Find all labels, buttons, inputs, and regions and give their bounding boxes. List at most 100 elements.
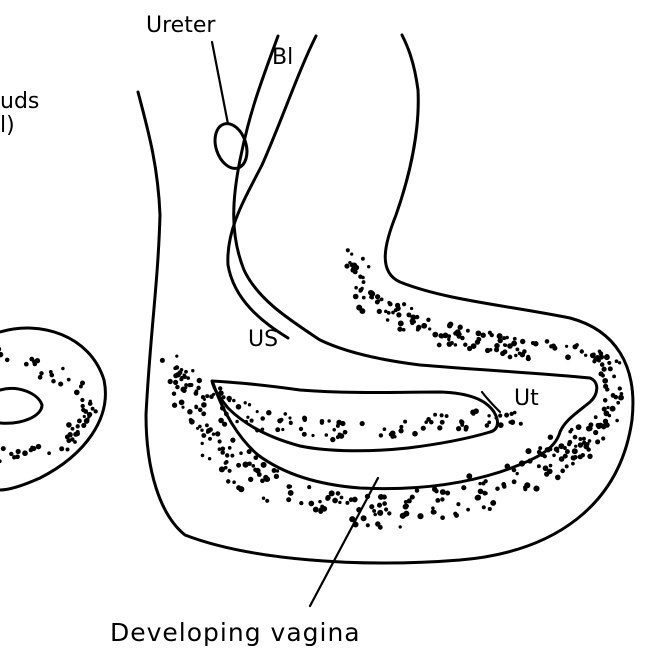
- stipple-dot: [440, 420, 445, 425]
- stipple-dot: [574, 445, 577, 448]
- stipple-dot: [580, 349, 584, 353]
- stipple-dot: [256, 410, 259, 413]
- stipple-dot: [584, 354, 587, 357]
- stipple-dot: [187, 409, 193, 415]
- stipple-dot: [344, 264, 349, 269]
- stipple-dot: [563, 446, 567, 450]
- stipple-dot: [565, 354, 571, 360]
- stipple-dot: [261, 427, 265, 431]
- stipple-dot: [412, 431, 418, 437]
- stipple-dot: [175, 372, 181, 378]
- stipple-dot: [596, 357, 601, 362]
- stipple-dot: [230, 454, 234, 458]
- stipple-dot: [1, 446, 6, 451]
- stipple-dot: [311, 434, 314, 437]
- stipple-dot: [191, 369, 194, 372]
- stipple-dot: [456, 502, 460, 506]
- stipple-dot: [433, 413, 437, 417]
- ureter-label: Ureter: [146, 13, 216, 38]
- stipple-dot: [504, 413, 509, 418]
- stipple-dot: [482, 505, 486, 509]
- stipple-dot: [431, 506, 435, 510]
- stipple-dot: [515, 347, 519, 351]
- developing-vagina-lumen: [212, 381, 497, 451]
- stipple-dot: [484, 492, 487, 495]
- stipple-dot: [302, 432, 307, 437]
- stipple-dot: [184, 383, 188, 387]
- stipple-dot: [209, 394, 214, 399]
- stipple-dot: [372, 509, 376, 513]
- stipple-dot: [338, 433, 342, 437]
- stipple-dot: [503, 343, 506, 346]
- stipple-dot: [608, 366, 613, 371]
- stipple-dot: [51, 379, 56, 384]
- stipple-dot: [80, 381, 85, 386]
- stipple-dot: [247, 449, 252, 454]
- stipple-dot: [400, 513, 406, 519]
- stipple-dot: [391, 311, 395, 315]
- stipple-dot: [83, 415, 86, 418]
- stipple-dot: [362, 280, 366, 284]
- stipple-dot: [488, 331, 492, 335]
- ureter-leader-line: [212, 42, 228, 124]
- stipple-dot: [340, 496, 344, 500]
- stipple-dot: [49, 370, 53, 374]
- stipple-dot: [512, 479, 517, 484]
- stipple-dot: [598, 423, 604, 429]
- stipple-dot: [39, 371, 43, 375]
- stipple-dot: [599, 351, 604, 356]
- stipple-dot: [288, 416, 291, 419]
- stipple-dot: [308, 501, 314, 507]
- left-cut-label-line1: uds: [0, 89, 39, 114]
- stipple-dot: [5, 358, 10, 363]
- stipple-dot: [194, 405, 198, 409]
- stipple-dot: [440, 515, 445, 520]
- stipple-dot: [466, 508, 470, 512]
- stipple-dot: [545, 339, 550, 344]
- stipple-dot: [384, 507, 388, 511]
- stipple-dot: [399, 525, 402, 528]
- stipple-dot: [445, 414, 449, 418]
- stipple-dot: [350, 263, 355, 268]
- stipple-dot: [448, 322, 453, 327]
- bladder-label: Bl: [272, 45, 293, 70]
- bladder-left-wall: [228, 36, 316, 338]
- stipple-dot: [488, 507, 492, 511]
- stipple-dot: [582, 437, 586, 441]
- stipple-dot: [519, 422, 523, 426]
- stipple-dot: [71, 427, 75, 431]
- stipple-dot: [61, 367, 65, 371]
- stipple-dot: [424, 420, 428, 424]
- stipple-dot: [508, 355, 513, 360]
- stipple-dot: [386, 318, 390, 322]
- stipple-dot: [332, 428, 336, 432]
- stipple-dot: [552, 346, 557, 351]
- stipple-dot: [318, 509, 323, 514]
- stipple-dot: [375, 300, 380, 305]
- stipple-dot: [464, 427, 469, 432]
- stipple-dot: [236, 463, 241, 468]
- developing-vagina-label: Developing vagina: [110, 618, 361, 647]
- stipple-dot: [495, 486, 500, 491]
- stipple-dot: [415, 315, 419, 319]
- stipple-dot: [279, 418, 283, 422]
- stipple-dot: [456, 426, 461, 431]
- stipple-dot: [390, 434, 395, 439]
- stipple-dot: [382, 501, 387, 506]
- stipple-dot: [208, 437, 212, 441]
- stipple-dot: [325, 433, 329, 437]
- stipple-dot: [573, 435, 578, 440]
- stipple-dot: [383, 427, 387, 431]
- stipple-dot: [495, 416, 498, 419]
- stipple-dot: [475, 339, 480, 344]
- stipple-dot: [587, 454, 592, 459]
- stipple-dot: [0, 352, 3, 357]
- stipple-dot: [330, 437, 335, 442]
- stipple-dot: [325, 496, 330, 501]
- stipple-dot: [181, 406, 184, 409]
- stipple-dot: [611, 393, 616, 398]
- stipple-dot: [518, 352, 522, 356]
- stipple-dot: [225, 453, 229, 457]
- stipple-dot: [516, 472, 519, 475]
- stipple-dot: [501, 482, 506, 487]
